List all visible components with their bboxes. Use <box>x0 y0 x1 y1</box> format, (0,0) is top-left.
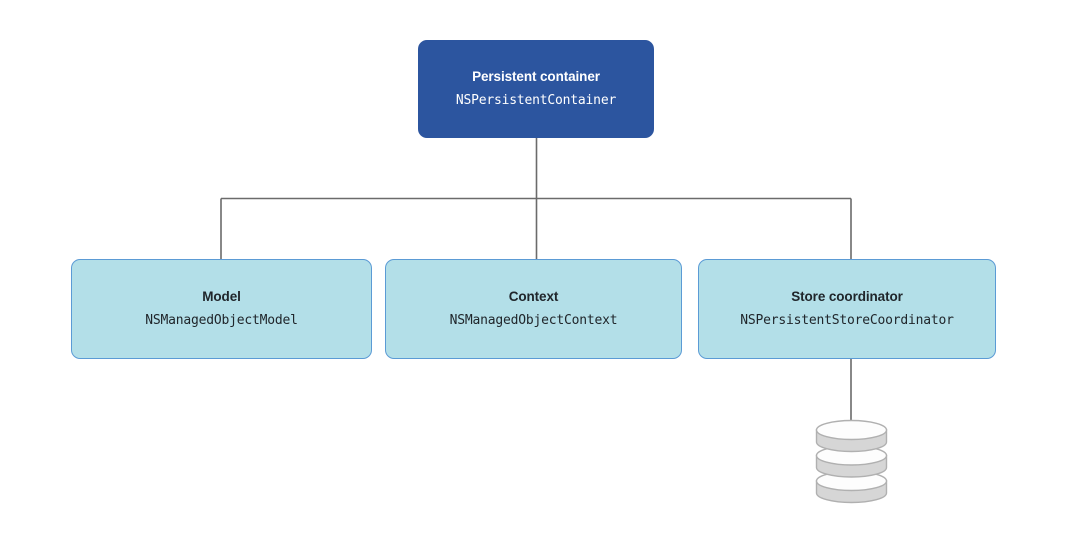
node-context[interactable]: Context NSManagedObjectContext <box>385 259 682 359</box>
node-code-label: NSManagedObjectContext <box>449 312 618 328</box>
database-cylinder-icon <box>815 419 888 504</box>
node-title: Store coordinator <box>791 288 903 304</box>
node-persistent-container[interactable]: Persistent container NSPersistentContain… <box>418 40 654 138</box>
node-title: Context <box>508 288 559 304</box>
node-model[interactable]: Model NSManagedObjectModel <box>71 259 372 359</box>
node-store-coordinator[interactable]: Store coordinator NSPersistentStoreCoord… <box>698 259 996 359</box>
node-code-label: NSManagedObjectModel <box>145 312 298 328</box>
node-code-label: NSPersistentContainer <box>455 92 617 108</box>
node-code-label: NSPersistentStoreCoordinator <box>740 312 954 328</box>
node-title: Persistent container <box>472 68 600 84</box>
node-title: Model <box>202 288 241 304</box>
